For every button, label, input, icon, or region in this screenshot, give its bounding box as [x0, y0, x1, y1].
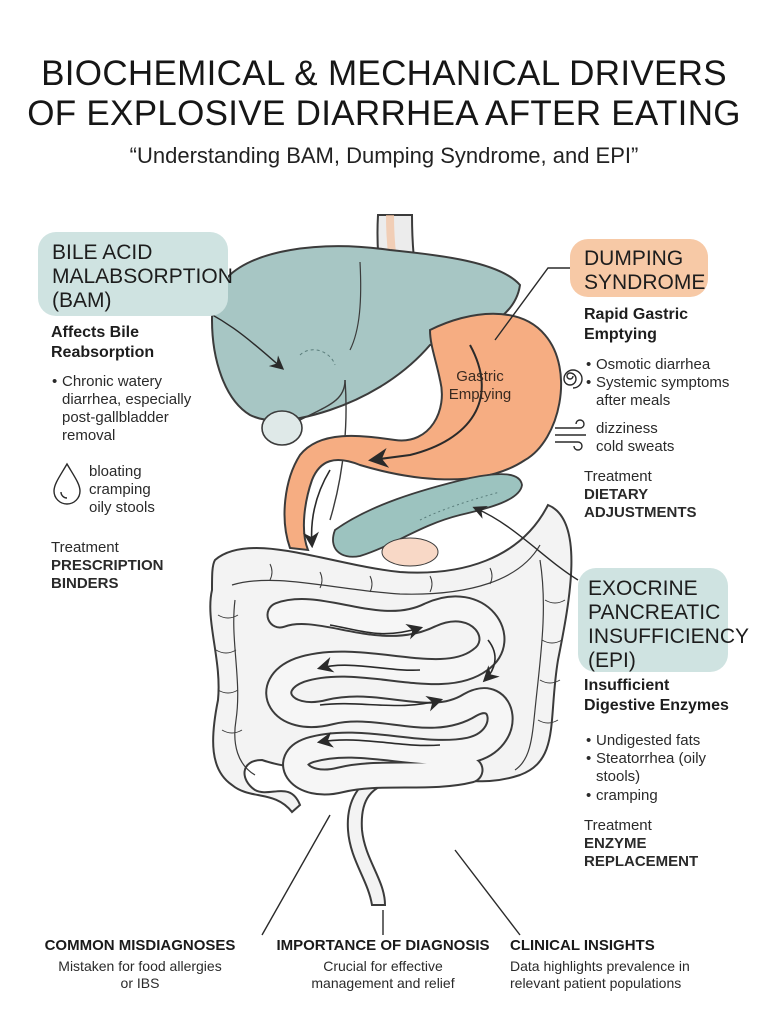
dumping-treatment: DIETARY ADJUSTMENTS [584, 486, 697, 522]
small-intestine [265, 595, 514, 796]
epi-badge: EXOCRINE PANCREATIC INSUFFICIENCY (EPI) [578, 568, 750, 672]
footer-insights-text: Data highlights prevalence in relevant p… [510, 958, 760, 992]
insights-pointer [454, 849, 521, 936]
bam-bullet-line-2: diarrhea, especially [62, 391, 192, 408]
footer-diagnosis-line-2: management and relief [311, 975, 455, 991]
bam-treatment-line-2: BINDERS [51, 575, 119, 592]
epi-bullet-1: Undigested fats [586, 732, 701, 750]
epi-bullet-2-line-1: Steatorrhea (oily [596, 750, 707, 767]
bam-badge-line-3: (BAM) [52, 289, 112, 312]
dumping-treatment-line-2: ADJUSTMENTS [584, 504, 697, 521]
bam-badge-line-2: MALABSORPTION [52, 265, 233, 288]
bam-bullet-line-3: post-gallbladder [62, 409, 169, 426]
epi-badge-line-1: EXOCRINE [588, 577, 698, 600]
bam-badge: BILE ACID MALABSORPTION (BAM) [38, 232, 233, 316]
dumping-badge-line-1: DUMPING [584, 247, 684, 270]
dumping-symptom-dizziness: dizziness [596, 420, 658, 437]
dumping-symptoms: dizziness cold sweats [596, 420, 674, 456]
bam-badge-line-1: BILE ACID [52, 241, 153, 264]
epi-bullet-1-line-1: Undigested fats [596, 732, 701, 749]
bam-symptom-oily-stools: oily stools [89, 499, 155, 516]
footer-misdiagnoses-heading: COMMON MISDIAGNOSES [44, 937, 236, 954]
wind-icon [555, 419, 586, 451]
bam-heading-line-1: Affects Bile [51, 324, 140, 341]
footer-misdiagnoses-text: Mistaken for food allergies or IBS [20, 958, 260, 992]
dumping-bullet-1-line-1: Osmotic diarrhea [596, 356, 711, 373]
dumping-heading-line-1: Rapid Gastric [584, 306, 689, 323]
bam-bullet-line-4: removal [62, 427, 116, 444]
epi-bullet-2: Steatorrhea (oily stools) [586, 750, 707, 786]
bam-treatment-label: Treatment [51, 539, 119, 556]
title-line-2: OF EXPLOSIVE DIARRHEA AFTER EATING [27, 94, 741, 133]
stomach-label: Gastric Emptying [440, 368, 520, 404]
epi-treatment-label: Treatment [584, 817, 652, 834]
epi-bullet-3: cramping [586, 787, 658, 805]
epi-treatment-line-2: REPLACEMENT [584, 853, 699, 870]
epi-treatment-line-1: ENZYME [584, 835, 647, 852]
dumping-treatment-label: Treatment [584, 468, 652, 485]
epi-bullet-2-line-2: stools) [596, 768, 641, 785]
pancreas [332, 473, 523, 558]
bam-symptoms: bloating cramping oily stools [89, 463, 155, 517]
epi-treatment: ENZYME REPLACEMENT [584, 835, 698, 871]
bam-bullet: Chronic watery diarrhea, especially post… [52, 373, 192, 445]
stomach-label-line-2: Emptying [448, 386, 512, 403]
epi-badge-line-3: INSUFFICIENCY [588, 625, 750, 648]
dumping-bullet-2-line-1: Systemic symptoms [596, 374, 730, 391]
footer-insights-line-1: Data highlights prevalence in [510, 958, 690, 974]
dumping-bullet-2: Systemic symptoms after meals [586, 374, 730, 410]
footer-diagnosis-text: Crucial for effective management and rel… [268, 958, 498, 992]
dumping-bullet-1: Osmotic diarrhea [586, 356, 711, 374]
dumping-pointer [494, 267, 570, 341]
footer-diagnosis-line-1: Crucial for effective [323, 958, 443, 974]
stomach [283, 312, 563, 552]
dumping-badge: DUMPING SYNDROME [570, 239, 708, 297]
dumping-heading-line-2: Emptying [584, 326, 657, 343]
footer-misdiagnoses-line-1: Mistaken for food allergies [58, 958, 222, 974]
misdiagnoses-pointer [261, 814, 331, 936]
dumping-bullet-2-line-2: after meals [596, 392, 671, 409]
bam-heading-line-2: Reabsorption [51, 344, 155, 361]
subtitle: “Understanding BAM, Dumping Syndrome, an… [129, 143, 639, 168]
gallbladder [261, 410, 303, 446]
dumping-treatment-line-1: DIETARY [584, 486, 649, 503]
epi-heading-line-2: Digestive Enzymes [584, 697, 729, 714]
epi-heading-line-1: Insufficient [584, 677, 670, 694]
dumping-symptom-cold-sweats: cold sweats [596, 438, 675, 455]
epi-pointer [472, 505, 579, 581]
bam-symptom-cramping: cramping [89, 481, 151, 498]
footer-misdiagnoses-line-2: or IBS [120, 975, 160, 991]
epi-bullet-3-line-1: cramping [596, 787, 658, 804]
epi-heading: Insufficient Digestive Enzymes [584, 676, 729, 716]
footer-insights-line-2: relevant patient populations [510, 975, 682, 991]
footer-insights-heading: CLINICAL INSIGHTS [510, 937, 655, 954]
bam-treatment: PRESCRIPTION BINDERS [51, 557, 164, 593]
bam-heading: Affects Bile Reabsorption [51, 323, 154, 363]
liver [210, 245, 522, 422]
bam-treatment-line-1: PRESCRIPTION [51, 557, 164, 574]
epi-badge-line-2: PANCREATIC [588, 601, 721, 624]
footer-diagnosis-heading: IMPORTANCE OF DIAGNOSIS [276, 937, 490, 954]
spiral-icon [563, 369, 583, 389]
stomach-label-line-1: Gastric [456, 368, 504, 385]
dumping-badge-line-2: SYNDROME [584, 271, 706, 294]
dumping-heading: Rapid Gastric Emptying [584, 305, 688, 345]
epi-badge-line-4: (EPI) [588, 649, 636, 672]
title-line-1: BIOCHEMICAL & MECHANICAL DRIVERS [41, 54, 727, 93]
bam-bullet-line-1: Chronic watery [62, 373, 163, 390]
bam-symptom-bloating: bloating [89, 463, 142, 480]
droplet-icon [53, 462, 81, 505]
